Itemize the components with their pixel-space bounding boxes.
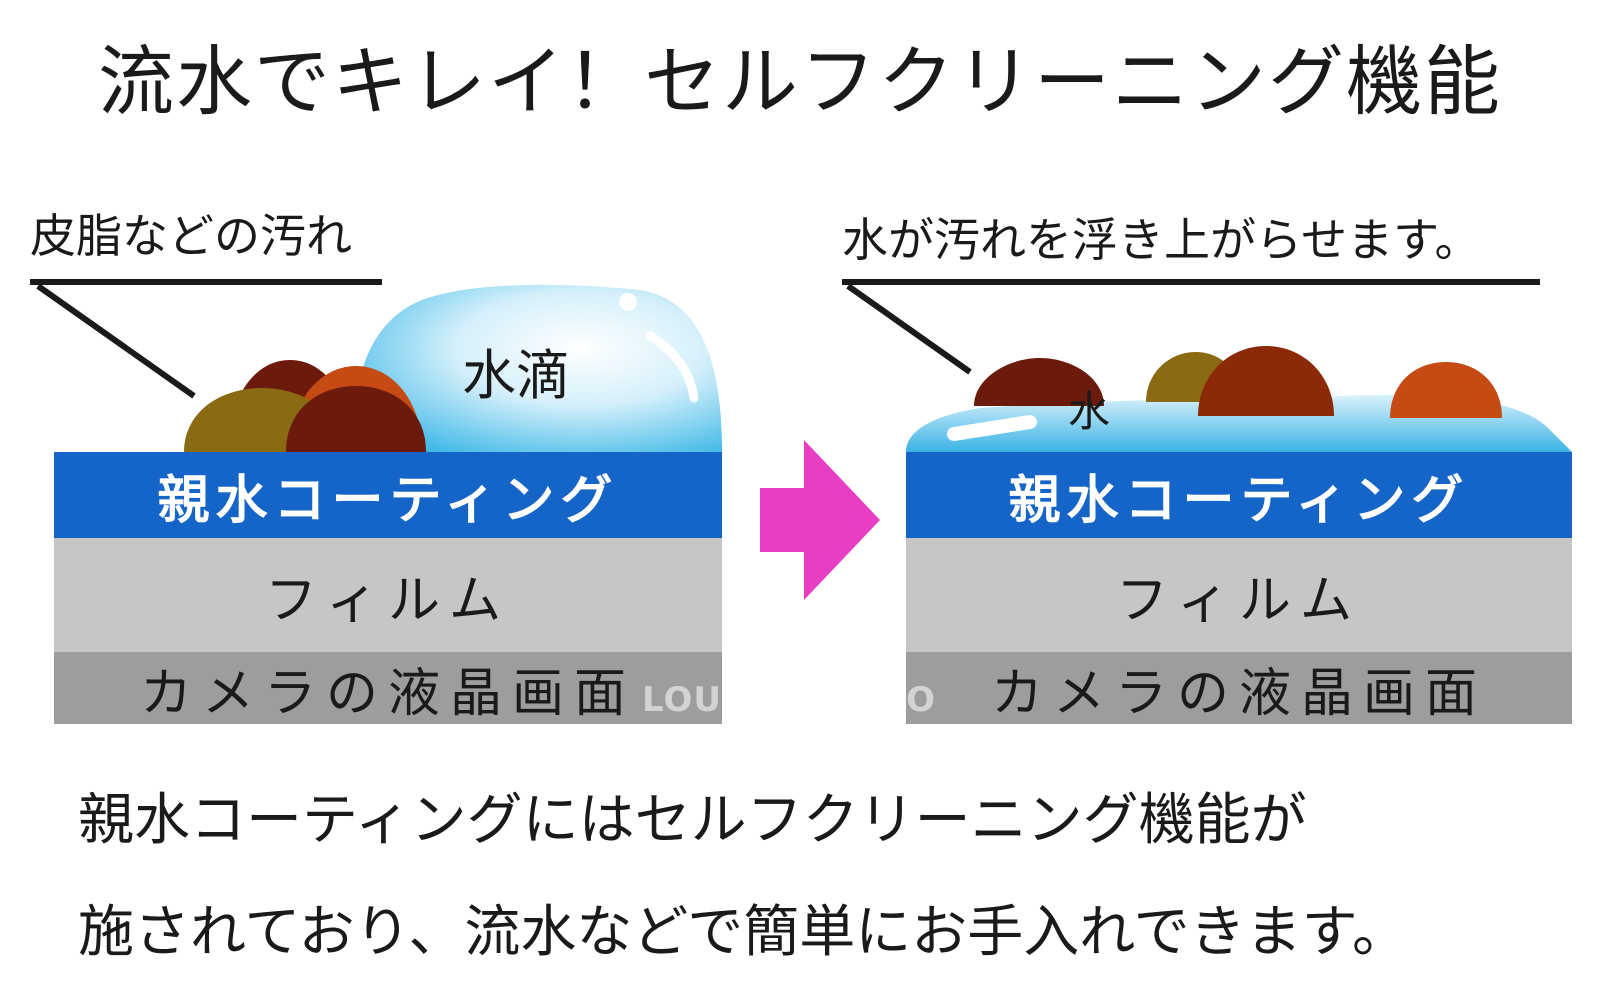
droplet-highlight-dot <box>619 293 637 311</box>
droplet-highlight-arc <box>645 331 699 403</box>
lcd-label: カメラの液晶画面 <box>139 663 636 724</box>
left-callout-leader <box>36 283 196 399</box>
page-title: 流水でキレイ！セルフクリーニング機能 <box>98 37 1502 126</box>
film-label: フィルム <box>1116 570 1362 631</box>
left-film-layer: フィルム <box>54 538 722 652</box>
right-coating-layer: 親水コーティング <box>906 452 1572 538</box>
right-callout-text: 水が汚れを浮き上がらせます。 <box>842 213 1481 267</box>
right-callout-leader <box>846 283 972 375</box>
water-droplet <box>352 284 722 452</box>
lcd-label: カメラの液晶画面 <box>990 663 1487 724</box>
transition-arrow <box>760 440 880 600</box>
description-line-1: 親水コーティングにはセルフクリーニング機能が <box>78 788 1307 853</box>
watermark: LOUPE STUDIO <box>642 680 937 720</box>
left-callout-text: 皮脂などの汚れ <box>30 209 352 263</box>
coating-label: 親水コーティング <box>1008 470 1470 531</box>
dirt-particle <box>974 358 1104 406</box>
right-film-layer: フィルム <box>906 538 1572 652</box>
coating-label: 親水コーティング <box>157 470 619 531</box>
left-coating-layer: 親水コーティング <box>54 452 722 538</box>
description-line-2: 施されており、流水などで簡単にお手入れできます。 <box>78 900 1408 965</box>
water-mark: 水 <box>1068 387 1111 436</box>
right-lcd-layer: カメラの液晶画面 <box>906 652 1572 724</box>
dirt-particle <box>1390 362 1502 418</box>
water-film-highlight <box>947 415 1037 441</box>
dirt-particle <box>1198 346 1334 416</box>
left-lcd-layer: カメラの液晶画面 <box>54 652 722 724</box>
dirt-particle <box>286 386 426 452</box>
droplet-label: 水滴 <box>462 344 570 407</box>
film-label: フィルム <box>265 570 511 631</box>
